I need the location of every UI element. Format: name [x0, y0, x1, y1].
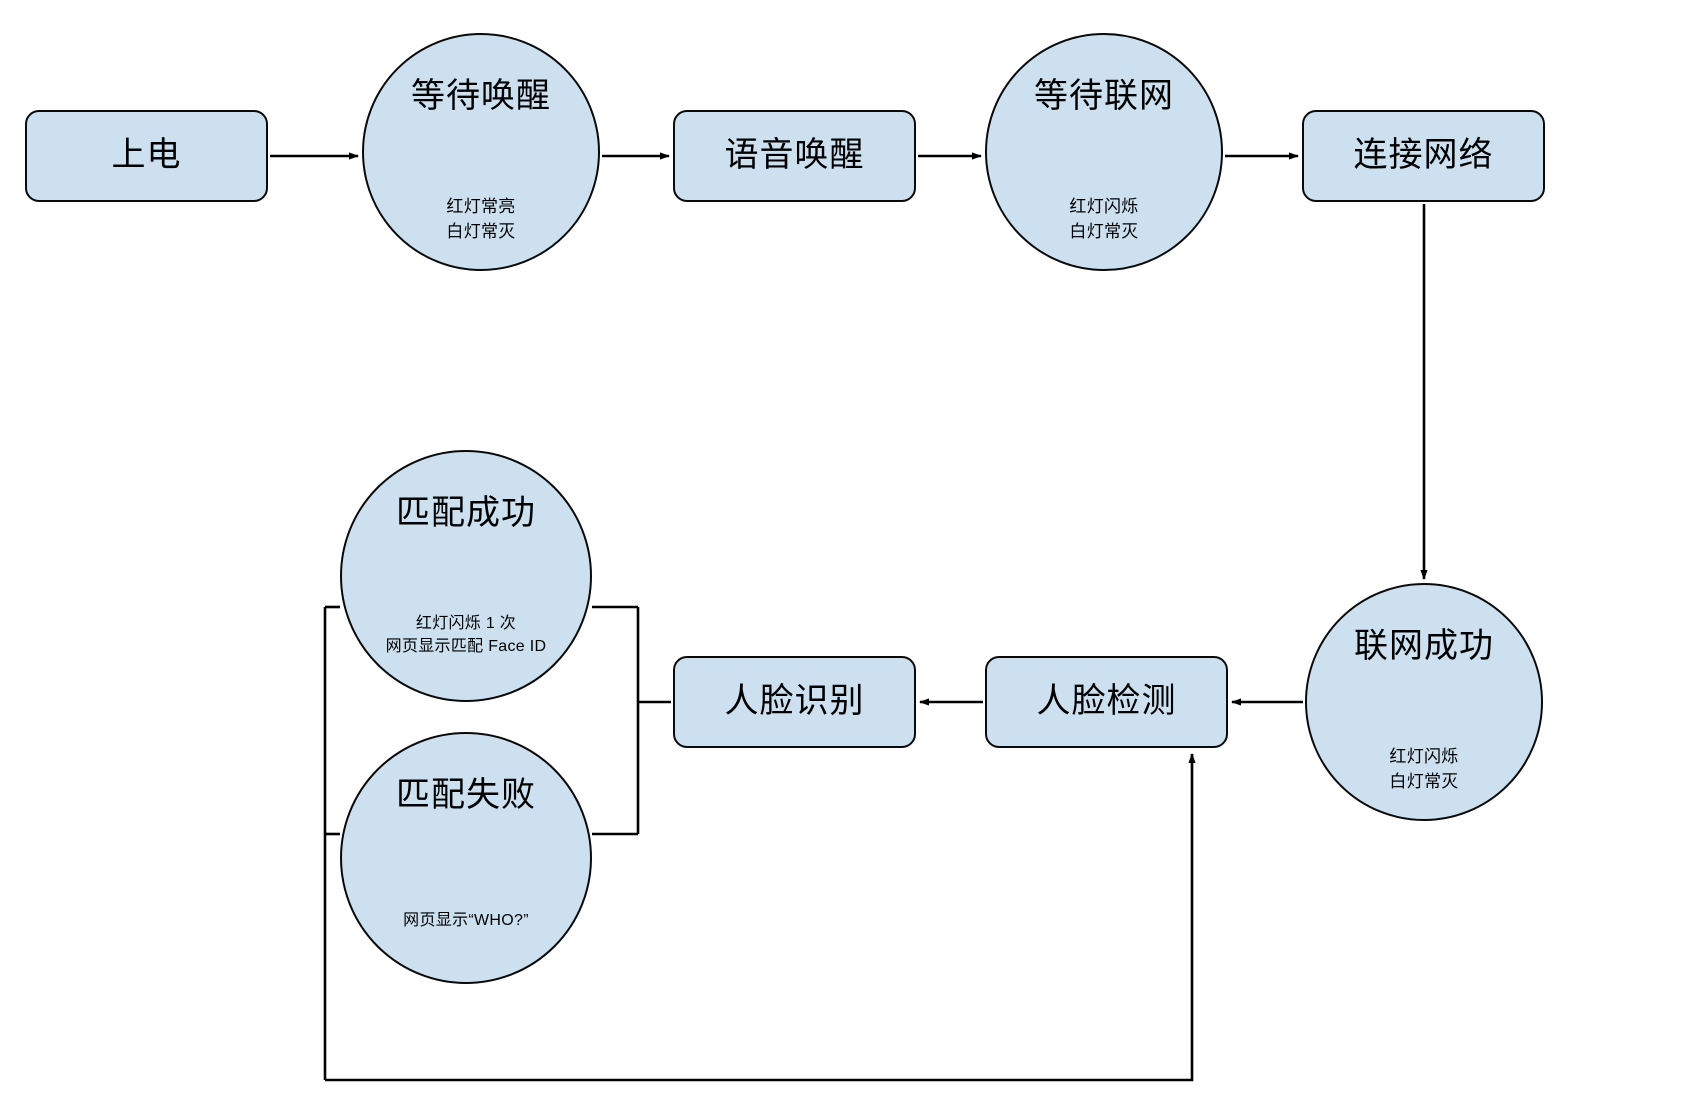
node-voice-wakeup-title: 语音唤醒 [724, 136, 865, 175]
node-face-detection[interactable]: 人脸检测 [985, 656, 1228, 748]
node-wait-network[interactable]: 等待联网 红灯闪烁 白灯常灭 [985, 33, 1223, 271]
node-face-recognition[interactable]: 人脸识别 [673, 656, 916, 748]
node-network-success[interactable]: 联网成功 红灯闪烁 白灯常灭 [1305, 583, 1543, 821]
node-wait-wakeup-sub: 红灯常亮 白灯常灭 [446, 197, 516, 241]
node-connect-network[interactable]: 连接网络 [1302, 110, 1545, 202]
node-wait-wakeup[interactable]: 等待唤醒 红灯常亮 白灯常灭 [362, 33, 600, 271]
node-match-failed-sub: 网页显示“WHO?” [403, 912, 529, 929]
node-wait-wakeup-title: 等待唤醒 [411, 77, 551, 115]
node-face-recognition-title: 人脸识别 [724, 682, 865, 721]
node-match-failed[interactable]: 匹配失败 网页显示“WHO?” [340, 732, 592, 984]
node-network-success-sub: 红灯闪烁 白灯常灭 [1389, 747, 1459, 791]
node-wait-network-sub: 红灯闪烁 白灯常灭 [1069, 197, 1139, 241]
node-match-failed-title: 匹配失败 [396, 776, 536, 814]
node-match-success[interactable]: 匹配成功 红灯闪烁 1 次 网页显示匹配 Face ID [340, 450, 592, 702]
node-power-on[interactable]: 上电 [25, 110, 268, 202]
node-match-success-title: 匹配成功 [396, 494, 536, 532]
node-network-success-title: 联网成功 [1354, 627, 1494, 665]
node-voice-wakeup[interactable]: 语音唤醒 [673, 110, 916, 202]
node-connect-network-title: 连接网络 [1353, 136, 1494, 175]
node-power-on-title: 上电 [111, 136, 182, 175]
node-face-detection-title: 人脸检测 [1036, 682, 1177, 721]
node-wait-network-title: 等待联网 [1034, 77, 1174, 115]
node-match-success-sub: 红灯闪烁 1 次 网页显示匹配 Face ID [385, 615, 547, 656]
